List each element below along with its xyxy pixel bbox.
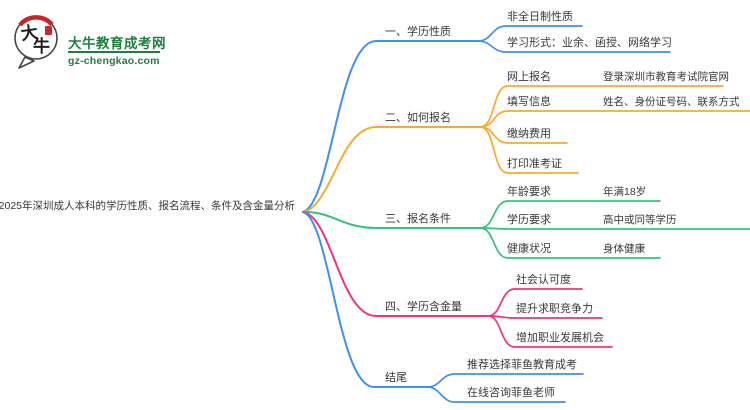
branch-3-trunk [302,210,481,229]
branch-label-4: 四、学历含金量 [385,301,462,313]
branch-4-child-2-line [487,315,603,319]
grandchild-node: 年满18岁 [603,186,647,198]
child-node: 推荐选择菲鱼教育成考 [467,359,577,371]
branch-5-child-2-line [426,386,566,403]
child-node: 填写信息 [507,96,551,108]
grandchild-node: 身体健康 [603,243,645,255]
bubble-char-2: 牛 [33,36,50,57]
child-node: 社会认可度 [516,274,571,286]
child-node: 增加职业发展机会 [516,332,604,344]
child-node: 学历要求 [507,214,551,226]
site-url: gz-chengkao.com [68,51,160,67]
branch-3-child-1-line [479,200,661,229]
branch-1-child-2-line [477,40,671,53]
speech-bubble-icon: 大 牛 [14,15,58,69]
grandchild-node: 高中或同等学历 [603,214,677,226]
grandchild-node: 姓名、身份证号码、联系方式 [603,96,740,108]
branch-3-child-3-line [479,227,661,259]
grandchild-node: 登录深圳市教育考试院官网 [603,71,729,83]
child-node: 年龄要求 [507,186,551,198]
branch-4-child-1-line [487,288,583,317]
child-node: 在线咨询菲鱼老师 [467,387,555,399]
branch-label-3: 三、报名条件 [385,213,451,225]
branch-label-5: 结尾 [385,372,407,384]
child-node: 打印准考证 [507,158,562,170]
child-node: 学习形式：业余、函授、网络学习 [507,37,672,49]
branch-label-1: 一、学历性质 [385,26,451,38]
branch-2-trunk [302,126,481,213]
site-name: 大牛教育成考网 [68,36,166,51]
branch-5-trunk [302,211,428,388]
child-node: 缴纳费用 [507,128,551,140]
site-logo: 大 牛 大牛教育成考网 gz-chengkao.com [10,10,240,72]
root-topic: 2025年深圳成人本科的学历性质、报名流程、条件及含金量分析 [0,200,295,212]
child-node: 网上报名 [507,71,551,83]
seal-icon [45,26,52,35]
branch-1-child-1-line [477,25,583,42]
branch-4-child-3-line [487,315,613,348]
branch-2-child-2-line [479,110,750,128]
branch-5-child-1-line [426,373,584,388]
branch-1-trunk [302,40,479,213]
branch-4-trunk [302,211,489,317]
bubble-char-1: 大 [20,22,40,45]
child-node: 提升求职竞争力 [516,303,593,315]
branch-3-child-2-line [479,227,750,230]
branch-2-child-4-line [479,126,579,174]
child-node: 健康状况 [507,243,551,255]
branch-label-2: 二、如何报名 [385,112,451,124]
child-node: 非全日制性质 [507,11,573,23]
